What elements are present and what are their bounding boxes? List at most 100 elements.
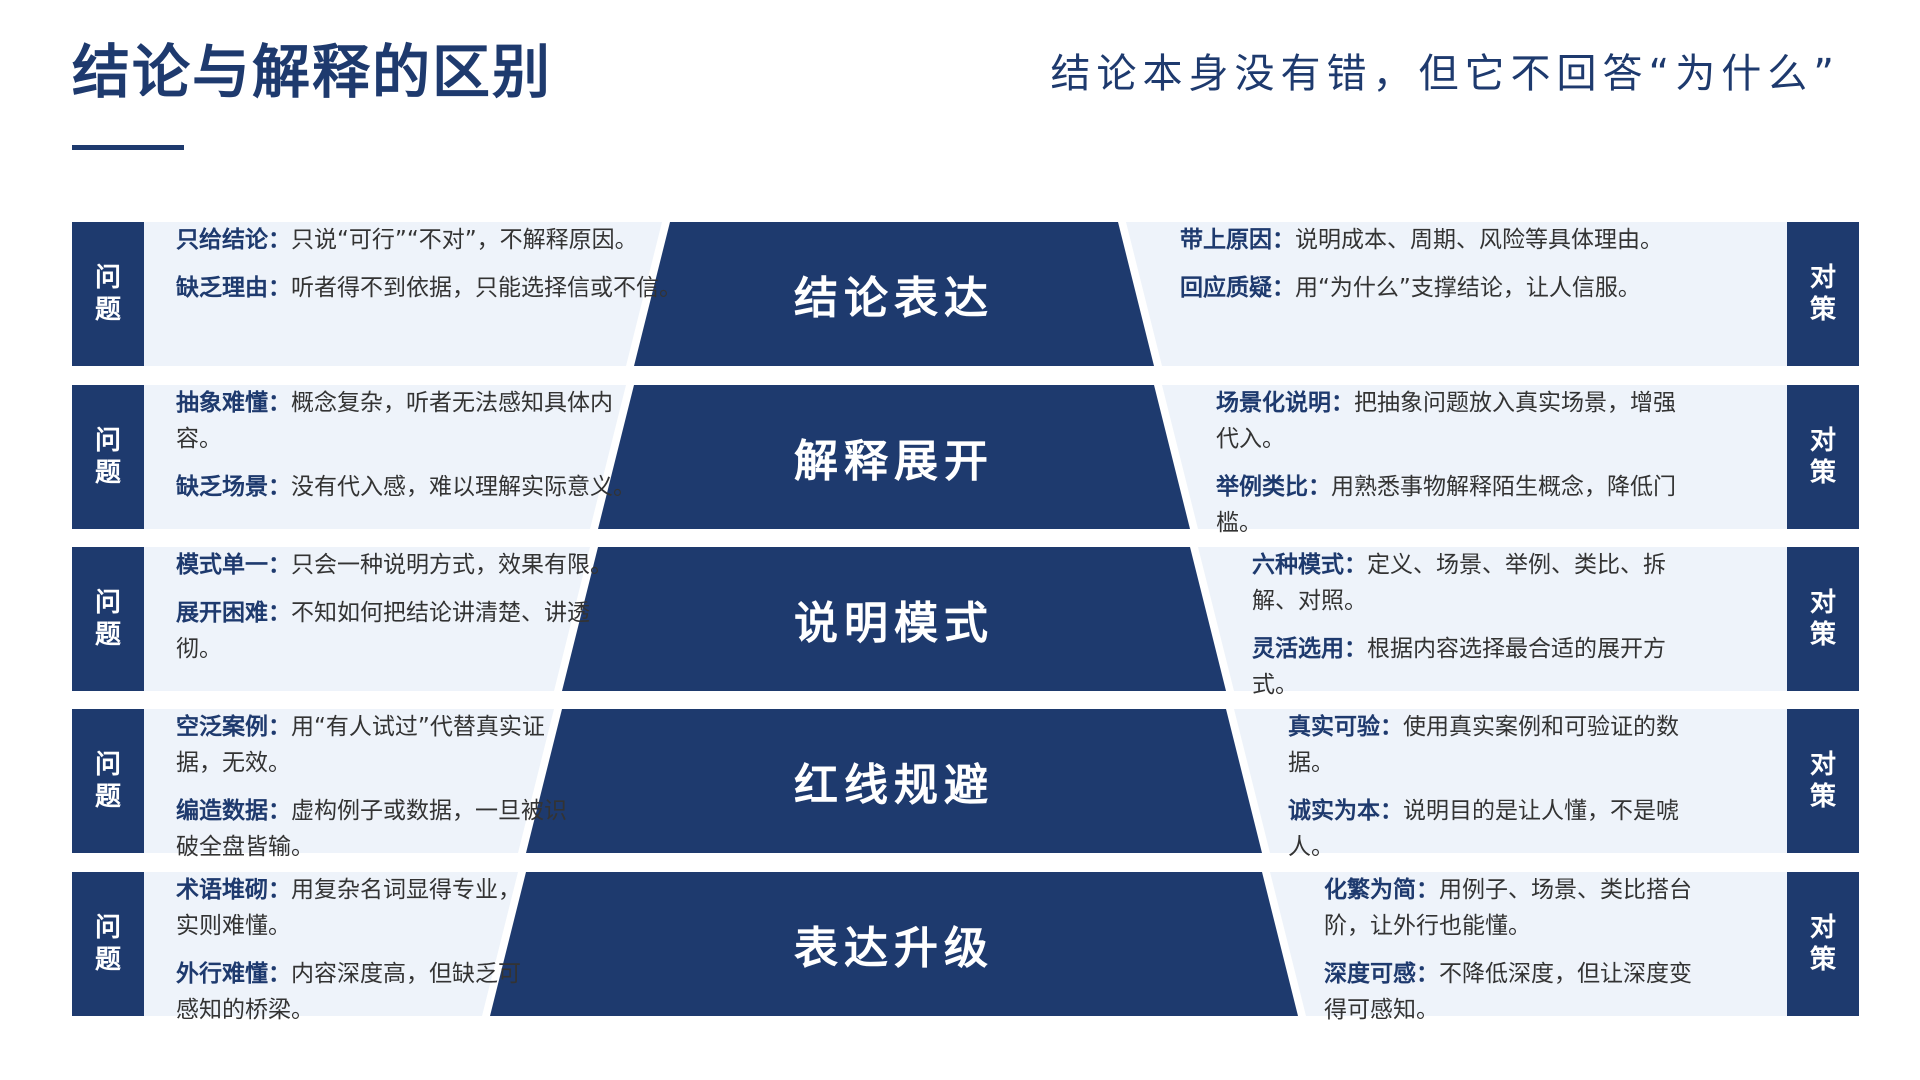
solution-tag-char: 策 [1809,945,1836,975]
solution-keyword: 六种模式： [1252,552,1367,578]
solution-text: 不降低深度，但让深度变得可感知。 [1324,961,1692,1023]
solution-tag: 对策 [1787,709,1859,853]
solution-text: 说明目的是让人懂，不是唬人。 [1288,798,1679,860]
solution-item: 场景化说明：把抽象问题放入真实场景，增强代入。 [1216,385,1676,457]
problem-item: 外行难懂：内容深度高，但缺乏可感知的桥梁。 [176,956,536,1028]
center-trapezoid: 说明模式 [562,547,1226,691]
solution-keyword: 真实可验： [1288,714,1403,740]
pyramid-row: 问题对策结论表达只给结论：只说“可行”“不对”，不解释原因。缺乏理由：听者得不到… [72,222,1859,366]
problem-tag-char: 题 [94,782,121,812]
solution-tag: 对策 [1787,385,1859,529]
problem-keyword: 术语堆砌： [176,877,291,903]
problem-keyword: 抽象难懂： [176,390,291,416]
solution-text: 根据内容选择最合适的展开方式。 [1252,636,1666,698]
center-trapezoid: 结论表达 [634,222,1154,366]
problem-tag: 问题 [72,222,144,366]
problem-list: 模式单一：只会一种说明方式，效果有限。展开困难：不知如何把结论讲清楚、讲透彻。 [176,547,616,679]
problem-keyword: 空泛案例： [176,714,291,740]
solution-list: 化繁为简：用例子、场景、类比搭台阶，让外行也能懂。深度可感：不降低深度，但让深度… [1324,872,1694,1040]
solution-tag: 对策 [1787,547,1859,691]
problem-tag-char: 题 [94,295,121,325]
problem-keyword: 外行难懂： [176,961,291,987]
problem-keyword: 缺乏场景： [176,474,291,500]
solution-tag-char: 对 [1809,263,1836,293]
title-underline [72,145,184,150]
solution-text: 用熟悉事物解释陌生概念，降低门槛。 [1216,474,1676,536]
solution-tag-char: 对 [1809,750,1836,780]
problem-tag-char: 问 [94,588,121,618]
solution-item: 六种模式：定义、场景、举例、类比、拆解、对照。 [1252,547,1682,619]
solution-list: 场景化说明：把抽象问题放入真实场景，增强代入。举例类比：用熟悉事物解释陌生概念，… [1216,385,1676,553]
problem-keyword: 模式单一： [176,552,291,578]
stage-label: 表达升级 [794,923,994,974]
solution-item: 真实可验：使用真实案例和可验证的数据。 [1288,709,1688,781]
stage-label: 结论表达 [794,273,994,324]
solution-keyword: 化繁为简： [1324,877,1439,903]
solution-item: 举例类比：用熟悉事物解释陌生概念，降低门槛。 [1216,469,1676,541]
center-trapezoid: 红线规避 [526,709,1262,853]
solution-tag-char: 策 [1809,458,1836,488]
pyramid-row: 问题对策表达升级术语堆砌：用复杂名词显得专业，实则难懂。外行难懂：内容深度高，但… [72,872,1859,1023]
problem-text: 只会一种说明方式，效果有限。 [291,552,613,578]
problem-tag-char: 题 [94,620,121,650]
pyramid-row: 问题对策红线规避空泛案例：用“有人试过”代替真实证据，无效。编造数据：虚构例子或… [72,709,1859,860]
solution-text: 把抽象问题放入真实场景，增强代入。 [1216,390,1676,452]
problem-item: 缺乏理由：听者得不到依据，只能选择信或不信。 [176,270,696,306]
problem-tag-char: 问 [94,426,121,456]
solution-keyword: 回应质疑： [1180,275,1295,301]
solution-keyword: 举例类比： [1216,474,1331,500]
problem-tag-char: 题 [94,945,121,975]
page-title: 结论与解释的区别 [72,38,553,106]
solution-item: 化繁为简：用例子、场景、类比搭台阶，让外行也能懂。 [1324,872,1694,944]
problem-list: 抽象难懂：概念复杂，听者无法感知具体内容。缺乏场景：没有代入感，难以理解实际意义… [176,385,656,517]
solution-text: 定义、场景、举例、类比、拆解、对照。 [1252,552,1666,614]
solution-text: 用“为什么”支撑结论，让人信服。 [1295,275,1641,301]
problem-list: 空泛案例：用“有人试过”代替真实证据，无效。编造数据：虚构例子或数据，一旦被识破… [176,709,576,877]
solution-list: 六种模式：定义、场景、举例、类比、拆解、对照。灵活选用：根据内容选择最合适的展开… [1252,547,1682,715]
solution-keyword: 诚实为本： [1288,798,1403,824]
problem-tag-char: 题 [94,458,121,488]
solution-item: 回应质疑：用“为什么”支撑结论，让人信服。 [1180,270,1680,306]
problem-keyword: 缺乏理由： [176,275,291,301]
problem-tag: 问题 [72,385,144,529]
problem-text: 听者得不到依据，只能选择信或不信。 [291,275,682,301]
problem-item: 编造数据：虚构例子或数据，一旦被识破全盘皆输。 [176,793,576,865]
solution-tag-char: 对 [1809,426,1836,456]
problem-tag-char: 问 [94,913,121,943]
stage-label: 解释展开 [794,436,994,487]
problem-tag: 问题 [72,872,144,1016]
solution-keyword: 场景化说明： [1216,390,1354,416]
problem-keyword: 编造数据： [176,798,291,824]
solution-tag-char: 策 [1809,295,1836,325]
solution-item: 诚实为本：说明目的是让人懂，不是唬人。 [1288,793,1688,865]
problem-tag: 问题 [72,547,144,691]
solution-item: 深度可感：不降低深度，但让深度变得可感知。 [1324,956,1694,1028]
problem-tag-char: 问 [94,750,121,780]
problem-keyword: 只给结论： [176,227,291,253]
solution-tag: 对策 [1787,872,1859,1016]
problem-text: 只说“可行”“不对”，不解释原因。 [291,227,638,253]
solution-tag-char: 对 [1809,913,1836,943]
solution-keyword: 灵活选用： [1252,636,1367,662]
problem-text: 用复杂名词显得专业，实则难懂。 [176,877,521,939]
problem-text: 不知如何把结论讲清楚、讲透彻。 [176,600,590,662]
problem-item: 展开困难：不知如何把结论讲清楚、讲透彻。 [176,595,616,667]
page-subtitle: 结论本身没有错，但它不回答“为什么” [1050,51,1840,97]
solution-tag-char: 策 [1809,620,1836,650]
problem-text: 没有代入感，难以理解实际意义。 [291,474,636,500]
solution-item: 灵活选用：根据内容选择最合适的展开方式。 [1252,631,1682,703]
problem-tag: 问题 [72,709,144,853]
pyramid-row: 问题 对策 解释展开 抽象难懂：概念复杂，听者无法感知具体内容。缺乏场景：没有代入感，… [72,385,1859,536]
center-trapezoid: 解释展开 [598,385,1190,529]
stage-label: 说明模式 [794,598,994,649]
problem-text: 虚构例子或数据，一旦被识破全盘皆输。 [176,798,567,860]
problem-keyword: 展开困难： [176,600,291,626]
solution-tag-char: 对 [1809,588,1836,618]
problem-tag-char: 问 [94,263,121,293]
problem-list: 术语堆砌：用复杂名词显得专业，实则难懂。外行难懂：内容深度高，但缺乏可感知的桥梁… [176,872,536,1040]
solution-tag: 对策 [1787,222,1859,366]
solution-keyword: 深度可感： [1324,961,1439,987]
solution-text: 说明成本、周期、风险等具体理由。 [1295,227,1663,253]
problem-list: 只给结论：只说“可行”“不对”，不解释原因。缺乏理由：听者得不到依据，只能选择信… [176,222,696,318]
solution-list: 真实可验：使用真实案例和可验证的数据。诚实为本：说明目的是让人懂，不是唬人。 [1288,709,1688,877]
